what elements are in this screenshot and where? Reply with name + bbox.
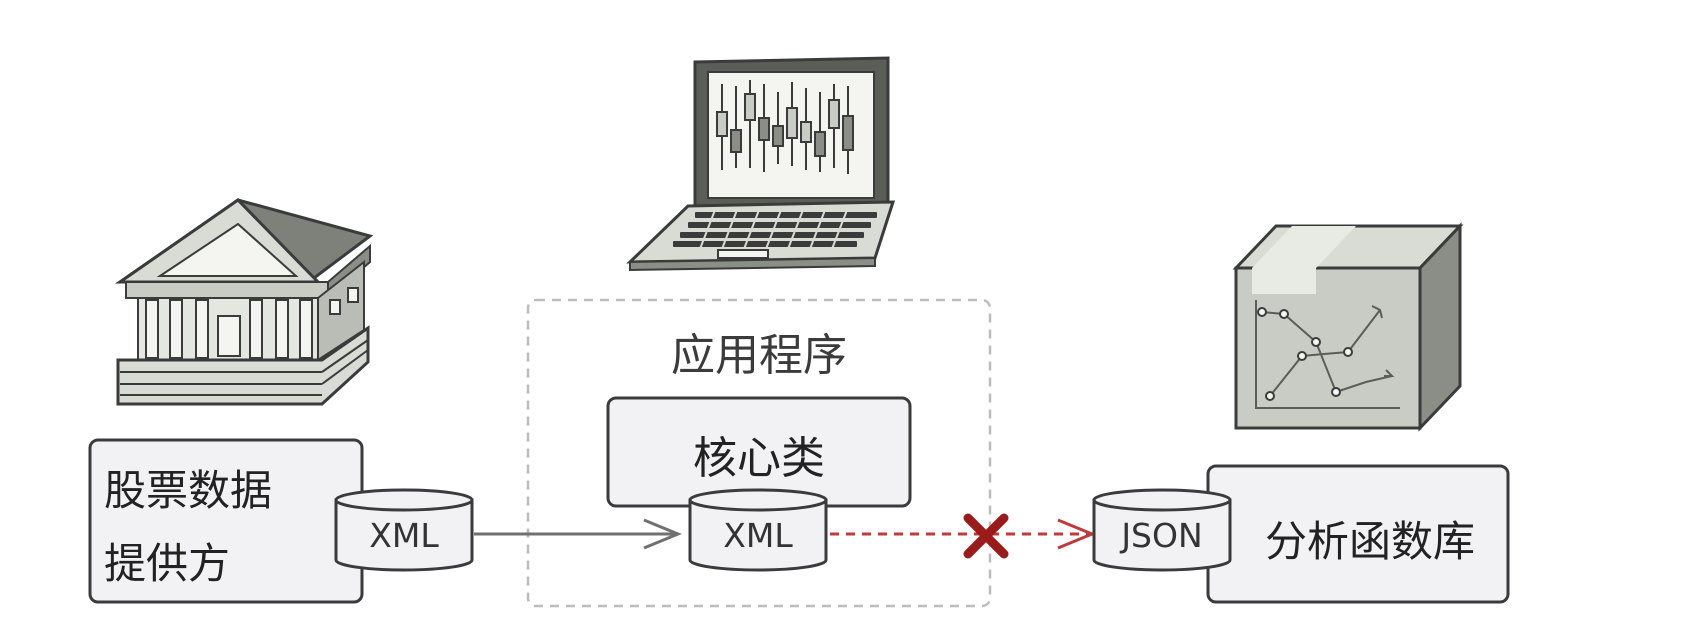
core-class-label: 核心类 — [693, 433, 825, 484]
provider-format-label: XML — [369, 516, 439, 555]
library-label: 分析函数库 — [1265, 517, 1475, 566]
library-json-cylinder: JSON — [1092, 488, 1232, 572]
core-format-label: XML — [723, 516, 793, 555]
application-container — [526, 298, 992, 608]
provider-label-line1: 股票数据 — [104, 466, 272, 515]
provider-label-line2: 提供方 — [104, 539, 230, 588]
provider-xml-cylinder: XML — [334, 488, 474, 572]
analytics-box-icon — [1232, 222, 1464, 432]
core-to-library-broken-arrow — [830, 518, 1096, 550]
laptop-stock-chart-icon — [626, 56, 896, 272]
library-format-label: JSON — [1119, 516, 1202, 555]
cross-error-icon — [963, 513, 1009, 559]
application-title: 应用程序 — [671, 330, 847, 381]
provider-to-core-arrow — [474, 518, 682, 550]
core-xml-cylinder: XML — [688, 488, 828, 572]
bank-building-icon — [115, 198, 374, 406]
